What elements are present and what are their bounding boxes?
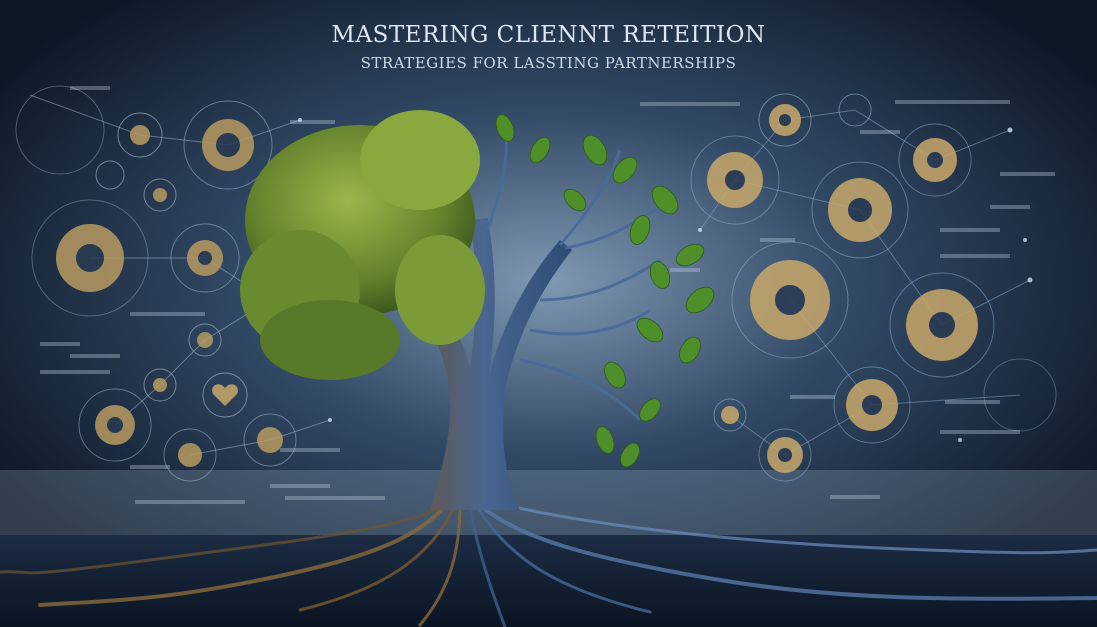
left-gear-cluster [15, 85, 331, 482]
scribble-labels [40, 86, 1055, 504]
tree-roots [0, 498, 1097, 627]
left-gears-gold [56, 119, 283, 467]
tree-leaves [495, 114, 715, 468]
tree-trunk [395, 218, 572, 510]
horizon-haze [0, 470, 1097, 540]
trunk-branches [486, 129, 671, 422]
poster-title: MASTERING CLIENNT RETEITION [331, 22, 766, 48]
right-gears-gold [707, 104, 978, 473]
heart-icon [212, 384, 238, 406]
poster-subtitle: STRATEGIES FOR LASSTING PARTNERSHIPS [360, 54, 737, 72]
tree-foliage [240, 110, 485, 380]
network-nodes [298, 118, 1033, 442]
